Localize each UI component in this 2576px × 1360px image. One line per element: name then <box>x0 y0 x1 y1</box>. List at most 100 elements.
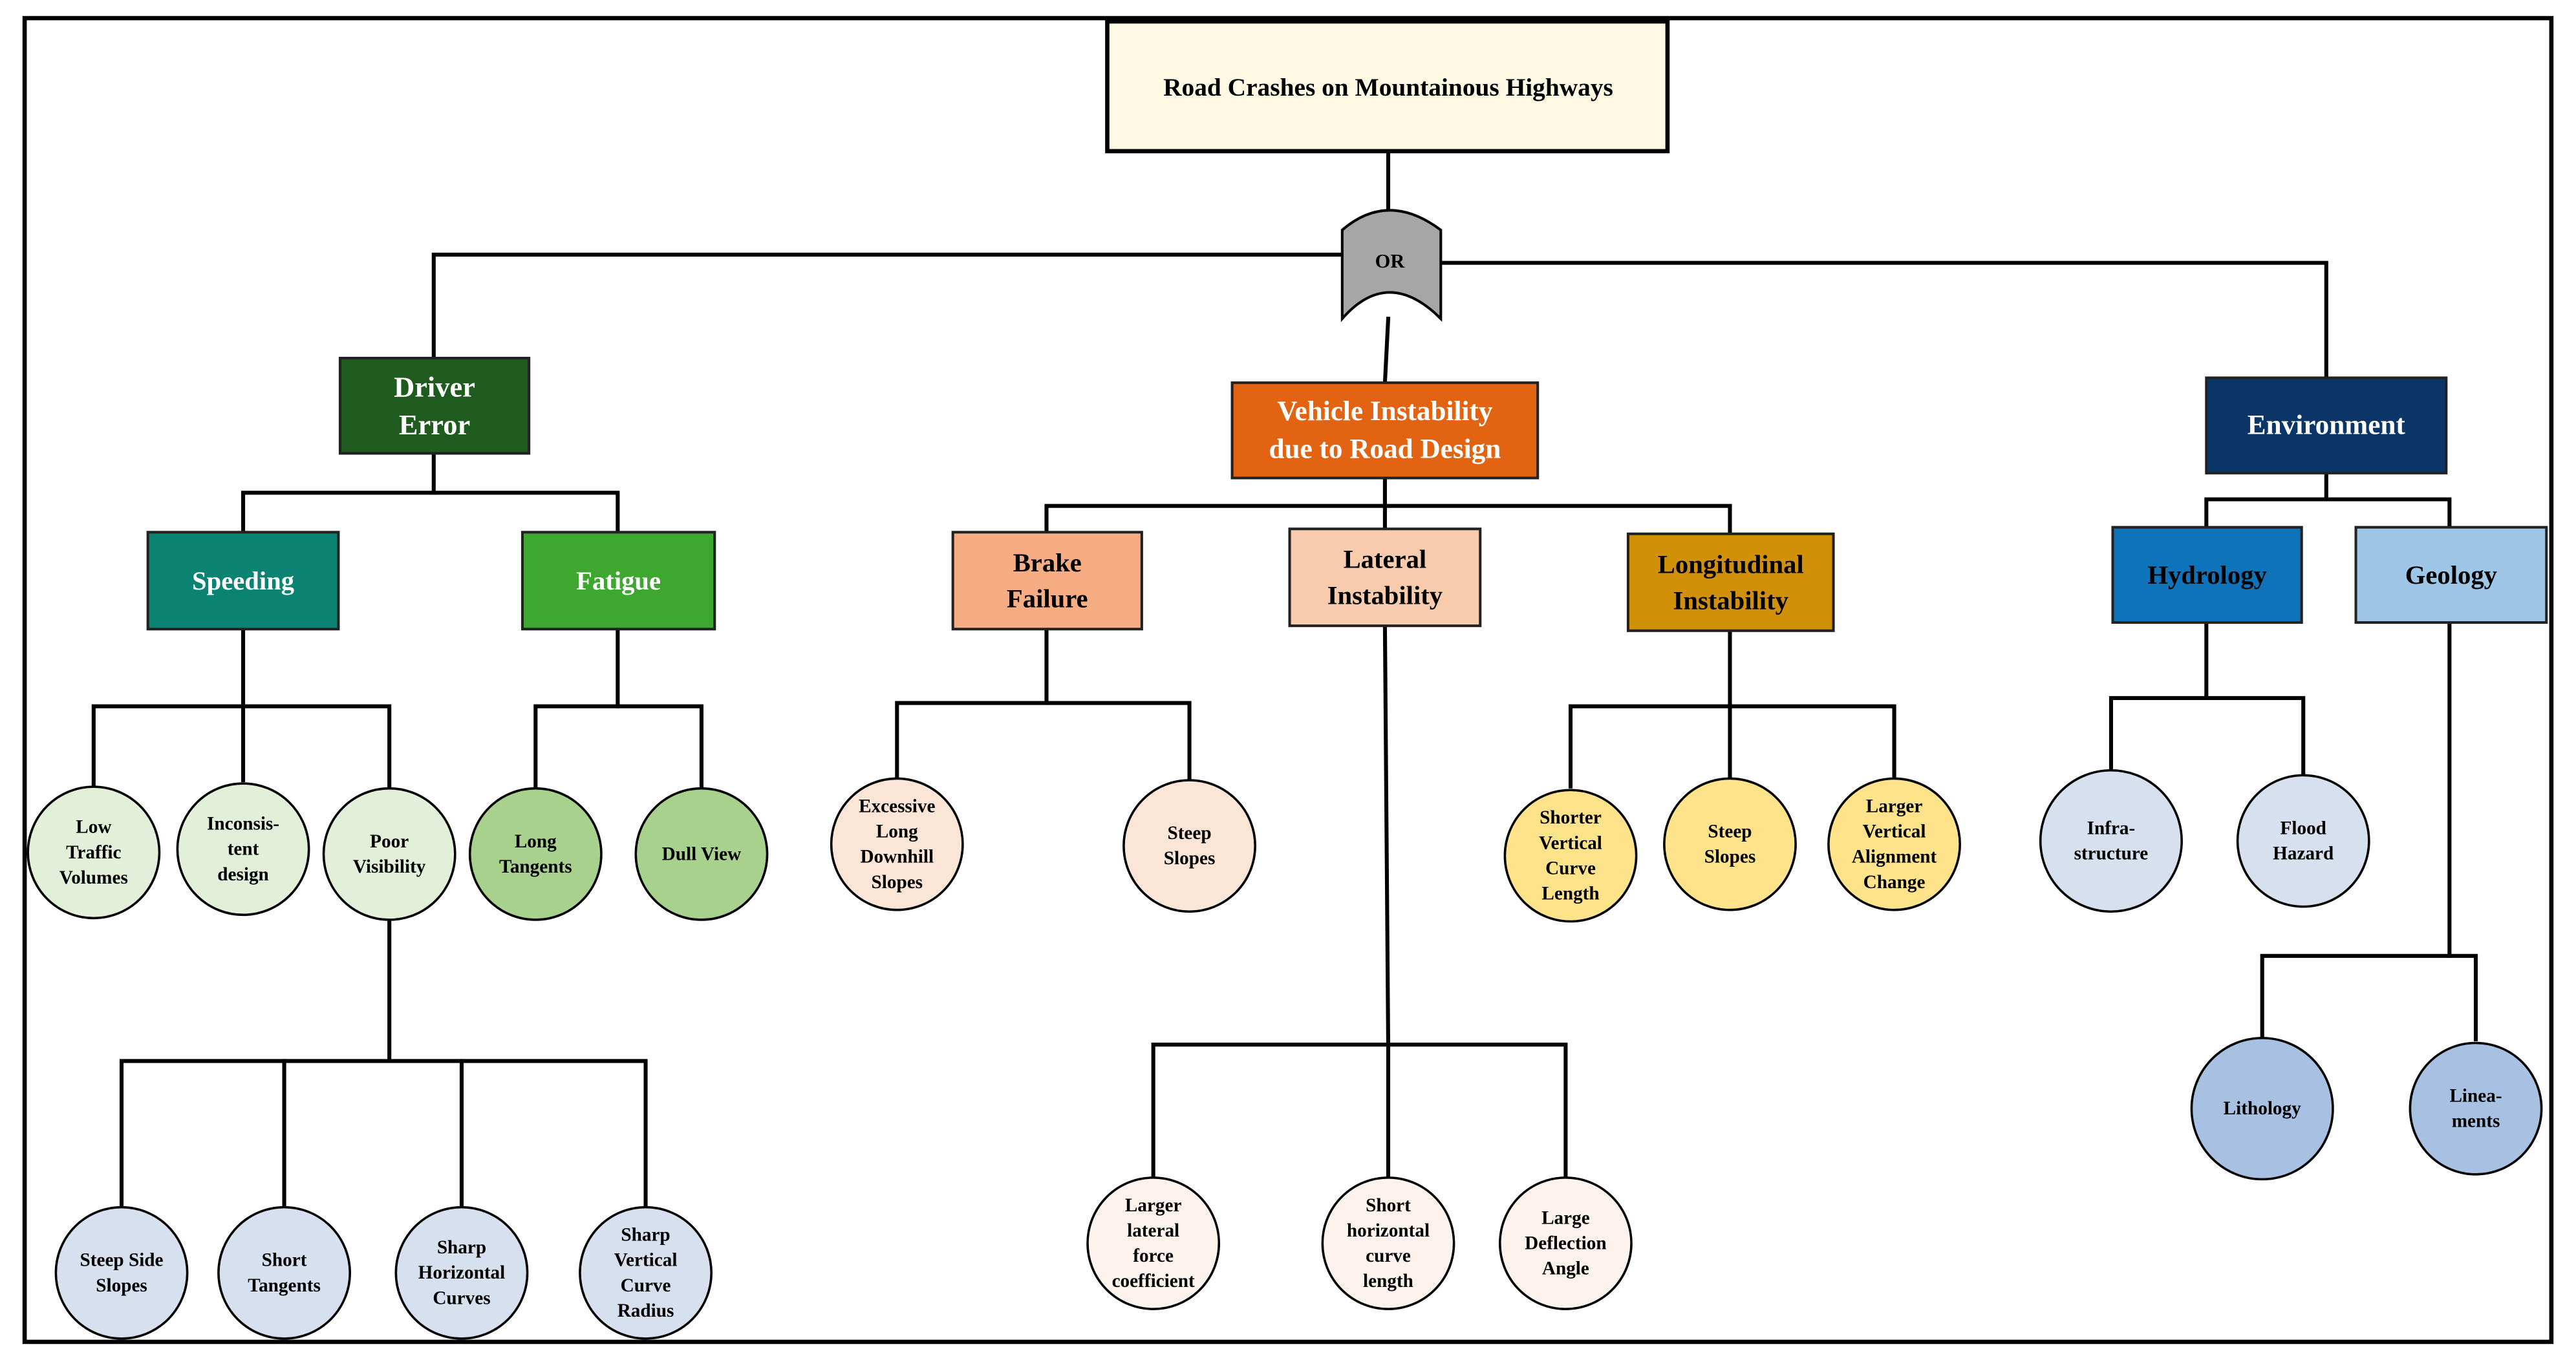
speeding-branch-line <box>91 704 392 789</box>
node-label: Slopes <box>1704 847 1756 867</box>
node-label: Lateral <box>1344 545 1427 574</box>
node-label: Tangents <box>499 856 572 877</box>
node-label: Tangents <box>248 1275 321 1296</box>
visibility-branch-line <box>119 1059 648 1207</box>
node-label: force <box>1133 1246 1174 1266</box>
node-label: Long <box>876 822 918 842</box>
node-label: Poor <box>370 831 409 852</box>
node-label: Steep <box>1708 822 1752 842</box>
lateral-trunk-line <box>1382 624 1391 1047</box>
node-label: Larger <box>1866 796 1923 816</box>
node-label: Speeding <box>192 566 294 595</box>
brake-branch-line <box>1046 701 1192 780</box>
vehicle-to-brake-line <box>1044 478 1387 533</box>
geology-branch-line <box>2260 953 2478 1041</box>
node-label: coefficient <box>1112 1271 1195 1291</box>
node-label: Low <box>76 817 111 838</box>
node-label: Horizontal <box>418 1262 506 1283</box>
node-label: Geology <box>2405 560 2497 590</box>
node-label: Steep Side <box>80 1250 164 1271</box>
node-label: Vertical <box>1863 822 1926 842</box>
node-label: tent <box>228 839 259 860</box>
event-circle-larger-lateral-force-coefficient: Larger lateral force coefficient <box>1086 1176 1221 1310</box>
node-label: Hazard <box>2273 844 2334 864</box>
node-label: Short <box>262 1250 307 1271</box>
node-label: Curve <box>1545 858 1596 878</box>
node-label: Instability <box>1327 581 1443 610</box>
driver-to-speeding-line <box>241 453 436 533</box>
node-label: Sharp <box>621 1225 670 1246</box>
lateral-branch-line <box>1151 1043 1568 1178</box>
node-label: Curves <box>433 1288 490 1308</box>
gate-to-vehicle-line <box>1382 316 1391 385</box>
node-label: lateral <box>1127 1220 1179 1241</box>
diagram-frame <box>22 16 2554 1344</box>
gate-to-environment-line <box>1432 260 2328 378</box>
node-label: horizontal <box>1347 1220 1430 1241</box>
node-label: due to Road Design <box>1269 434 1501 465</box>
node-label: Instability <box>1673 586 1788 615</box>
node-label: Deflection <box>1525 1233 1607 1254</box>
subcategory-box-fatigue: Fatigue <box>521 531 716 631</box>
node-label: Inconsis- <box>207 814 279 834</box>
node-label: Angle <box>1542 1259 1589 1279</box>
node-label: Environment <box>2248 410 2406 441</box>
node-label: Length <box>1541 884 1599 904</box>
node-label: Larger <box>1125 1195 1182 1216</box>
node-label: Slopes <box>1164 848 1216 869</box>
node-label: Large <box>1541 1207 1590 1228</box>
category-box-vehicle: Vehicle Instability due to Road Design <box>1230 381 1540 480</box>
node-label: Alignment <box>1852 847 1937 867</box>
event-circle-dull-view: Dull View <box>634 787 769 921</box>
node-label: Short <box>1366 1195 1411 1216</box>
event-circle-lithology: Lithology <box>2190 1037 2334 1181</box>
node-label: Steep <box>1167 823 1211 844</box>
node-label: Driver <box>394 370 475 403</box>
event-circle-lineaments: Linea-ments <box>2409 1041 2543 1176</box>
node-label: Vertical <box>614 1250 678 1271</box>
node-label: Failure <box>1007 584 1088 613</box>
category-box-environment: Environment <box>2205 376 2448 474</box>
or-gate-label: OR <box>1375 250 1406 272</box>
node-label: Downhill <box>860 847 934 867</box>
node-label: design <box>217 864 269 885</box>
gate-to-driver-line <box>431 252 1351 359</box>
node-label: Vehicle Instability <box>1277 396 1493 427</box>
vehicle-to-longitudinal-line <box>1384 504 1732 534</box>
node-label: Flood <box>2281 818 2326 838</box>
node-label: Brake <box>1013 548 1082 577</box>
node-label: Infra- <box>2087 818 2136 838</box>
node-label: Volumes <box>59 867 128 888</box>
node-label: Error <box>399 409 470 441</box>
subcategory-box-geology: Geology <box>2354 526 2548 624</box>
brake-branch-line <box>895 629 1049 780</box>
node-label: Shorter <box>1540 807 1602 828</box>
node-label: Excessive <box>859 796 935 816</box>
node-label: length <box>1363 1271 1413 1291</box>
driver-to-fatigue-line <box>433 491 620 533</box>
top-event-box: Road Crashes on Mountainous Highways <box>1105 19 1670 154</box>
fatigue-branch-line <box>533 704 703 789</box>
event-circle-inconsistent-design: Inconsis-tent design <box>176 782 310 917</box>
node-label: Visibility <box>353 856 426 877</box>
subcategory-box-hydrology: Hydrology <box>2111 526 2303 624</box>
node-label: structure <box>2074 844 2149 864</box>
node-label: Vertical <box>1539 833 1602 853</box>
node-label: Lithology <box>2224 1098 2301 1119</box>
